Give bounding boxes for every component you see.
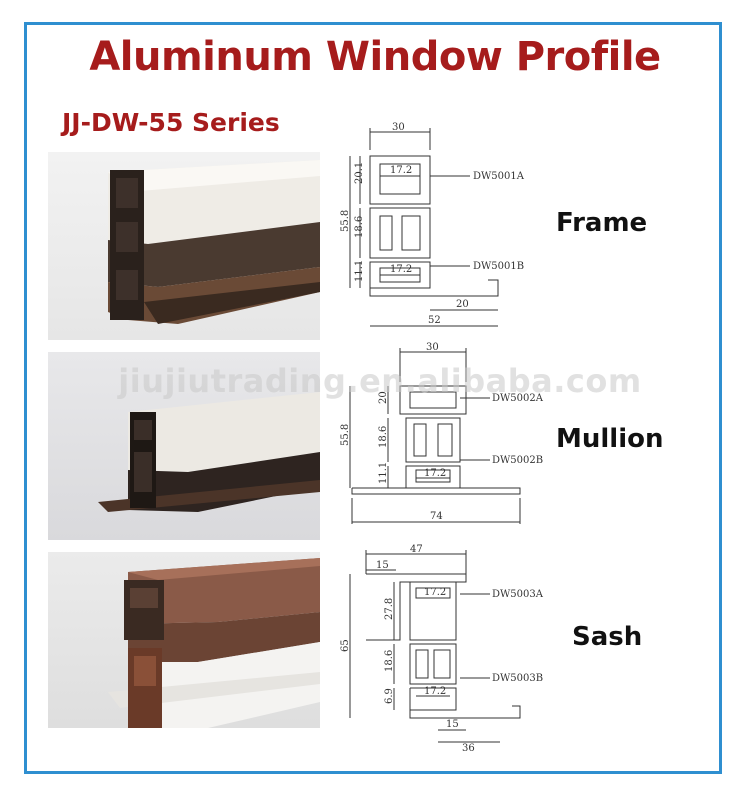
dim-label: 17.2 — [424, 686, 446, 697]
mullion-label: Mullion — [556, 424, 664, 454]
dim-label: 55.8 — [340, 424, 351, 446]
dim-label: 47 — [410, 544, 423, 555]
dim-label: 30 — [426, 342, 439, 353]
dim-label: 36 — [462, 743, 475, 754]
frame-label: Frame — [556, 208, 648, 238]
image-border — [24, 22, 722, 774]
dim-label: 27.8 — [384, 598, 395, 620]
profile-code: DW5002A — [492, 393, 544, 404]
profile-code: DW5003A — [492, 589, 544, 600]
dim-label: 17.2 — [390, 165, 412, 176]
profile-code: DW5001A — [473, 171, 525, 182]
profile-code: DW5001B — [473, 261, 524, 272]
dim-label: 15 — [446, 719, 459, 730]
mullion-drawing: 30 20 55.8 18.6 11.1 17.2 74 DW5002A DW5… — [330, 342, 544, 532]
dim-label: 18.6 — [384, 650, 395, 672]
dim-label: 17.2 — [390, 264, 412, 275]
sash-label: Sash — [572, 622, 643, 652]
dim-label: 55.8 — [340, 210, 351, 232]
dim-label: 17.2 — [424, 468, 446, 479]
dim-label: 20 — [456, 299, 469, 310]
frame-profile-photo — [48, 152, 320, 340]
series-subtitle: JJ-DW-55 Series — [62, 108, 280, 137]
dim-label: 11.1 — [354, 260, 365, 282]
dim-label: 30 — [392, 122, 405, 133]
dim-label: 74 — [430, 511, 443, 522]
dim-label: 65 — [340, 639, 351, 652]
dim-label: 11.1 — [378, 462, 389, 484]
frame-drawing: 30 17.2 20.1 55.8 18.6 11.1 17.2 20 52 D… — [330, 120, 540, 335]
watermark: jiujiutrading.en.alibaba.com — [118, 362, 642, 400]
sash-drawing: 47 15 17.2 27.8 65 18.6 6.9 17.2 15 36 D… — [330, 542, 544, 754]
sash-profile-photo — [48, 552, 320, 728]
dim-label: 18.6 — [378, 426, 389, 448]
dim-label: 6.9 — [384, 688, 395, 704]
dim-label: 15 — [376, 560, 389, 571]
dim-label: 20.1 — [354, 162, 365, 184]
mullion-profile-photo — [48, 352, 320, 540]
dim-label: 17.2 — [424, 587, 446, 598]
dim-label: 18.6 — [354, 216, 365, 238]
dim-label: 52 — [428, 315, 441, 326]
dim-label: 20 — [378, 391, 389, 404]
profile-code: DW5002B — [492, 455, 543, 466]
page-title: Aluminum Window Profile — [89, 34, 661, 80]
profile-code: DW5003B — [492, 673, 543, 684]
